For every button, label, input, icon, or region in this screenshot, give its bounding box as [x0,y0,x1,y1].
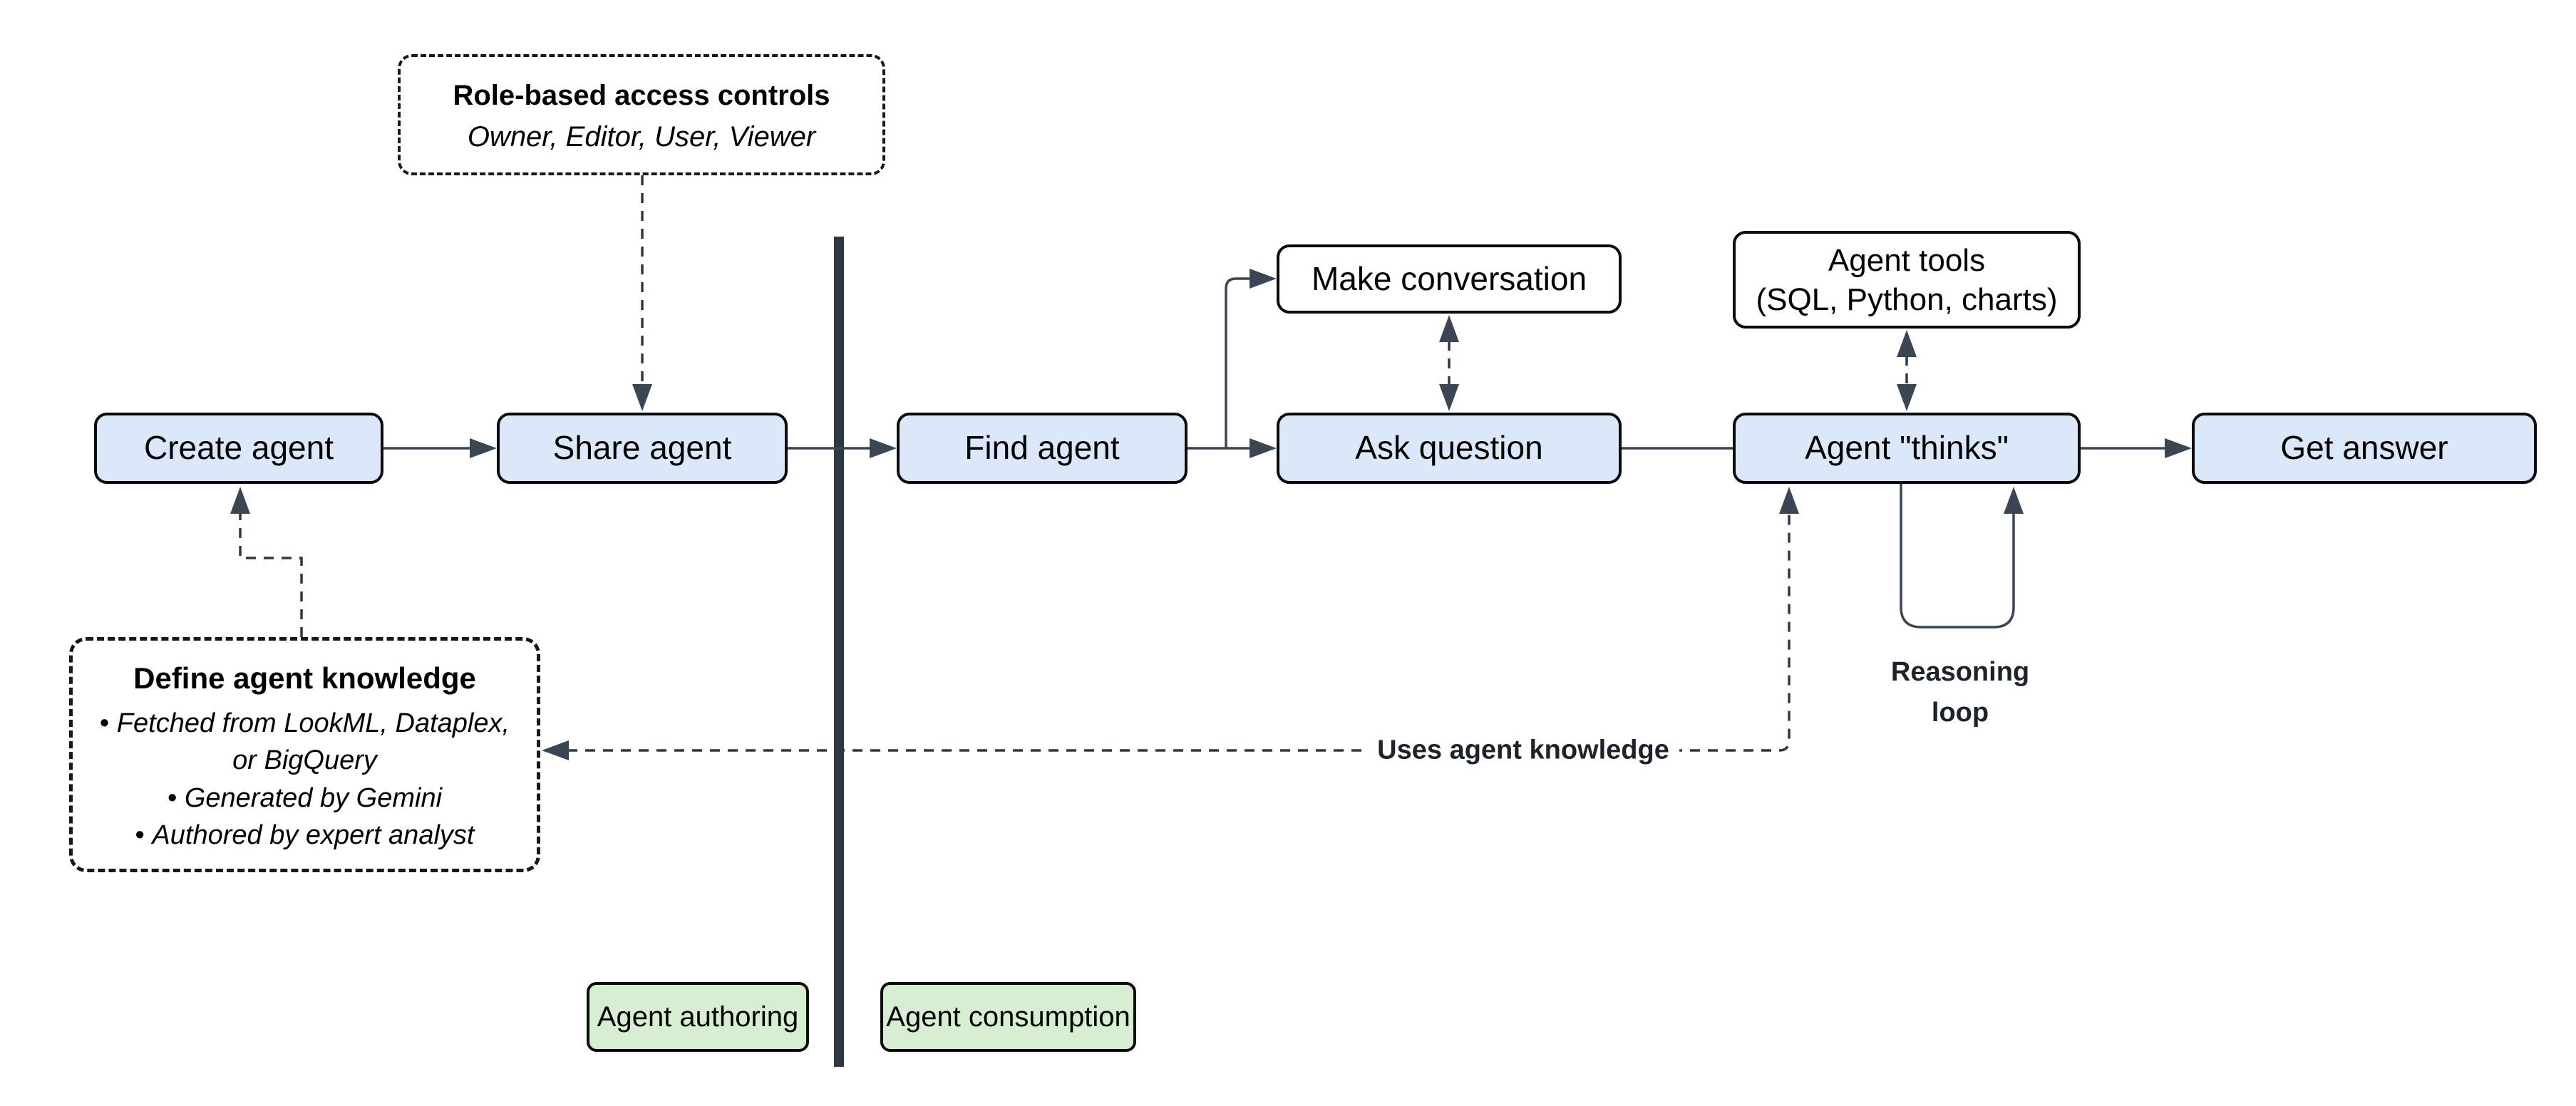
authoring-consumption-divider [834,237,844,1067]
role-note-subtitle: Owner, Editor, User, Viewer [467,121,816,153]
arrowhead-uses-into-thinks [1779,487,1799,514]
node-agent-tools: Agent tools (SQL, Python, charts) [1733,231,2081,329]
arrowhead-into-get-answer [2165,438,2192,458]
node-label: Agent "thinks" [1805,429,2009,467]
node-label: Create agent [144,429,334,467]
arrowhead-into-thinks-top [1897,384,1917,411]
node-label: Get answer [2280,429,2448,467]
arrowhead-loop-into-thinks [2004,487,2024,514]
label-uses-agent-knowledge: Uses agent knowledge [1367,733,1679,768]
arrowhead-into-ask [1250,438,1277,458]
arrowhead-into-make-conversation-bottom [1439,315,1459,342]
arrowhead-into-make-conversation [1250,269,1277,289]
zone-label-agent-consumption: Agent consumption [880,982,1136,1052]
node-label: Share agent [552,429,732,467]
node-agent-thinks: Agent "thinks" [1733,413,2081,484]
label-reasoning-loop: Reasoning loop [1891,652,2029,733]
role-note-title: Role-based access controls [453,80,830,111]
knowledge-note-title: Define agent knowledge [133,661,476,695]
node-create-agent: Create agent [94,413,383,484]
zone-label-agent-authoring: Agent authoring [587,982,809,1052]
edge-uses-agent-knowledge [567,514,1791,752]
node-label-line2: (SQL, Python, charts) [1756,281,2058,317]
zone-label: Agent consumption [886,1001,1130,1033]
node-make-conversation: Make conversation [1277,244,1622,314]
arrowhead-into-share-top [632,384,652,411]
node-label: Ask question [1355,429,1543,467]
knowledge-bullet: Fetched from LookML, Dataplex, or BigQue… [91,705,519,780]
knowledge-bullet-list: Fetched from LookML, Dataplex, or BigQue… [91,705,519,854]
arrowhead-into-find [870,438,897,458]
label-reasoning-line2: loop [1931,698,1989,728]
note-role-based-access: Role-based access controls Owner, Editor… [398,54,885,175]
edge-find-to-make-conversation [1225,277,1250,448]
node-ask-question: Ask question [1277,413,1622,484]
arrowhead-into-ask-top [1439,384,1459,411]
knowledge-bullet: Generated by Gemini [91,780,519,817]
node-label-line1: Agent tools [1828,242,1986,278]
edge-knowledge-note-to-create [239,514,303,637]
node-label: Find agent [964,429,1120,467]
node-find-agent: Find agent [897,413,1187,484]
knowledge-bullet: Authored by expert analyst [91,817,519,854]
zone-label: Agent authoring [597,1001,799,1033]
arrowhead-into-knowledge-note [542,740,569,760]
arrowhead-into-tools-bottom [1897,330,1917,357]
node-label: Make conversation [1311,259,1587,297]
note-define-agent-knowledge: Define agent knowledge Fetched from Look… [69,637,540,872]
edge-reasoning-loop [1900,484,2015,629]
arrowhead-into-create-bottom [230,487,250,514]
node-get-answer: Get answer [2192,413,2537,484]
node-share-agent: Share agent [497,413,788,484]
arrowhead-into-share [470,438,497,458]
label-reasoning-line1: Reasoning [1890,657,2030,687]
